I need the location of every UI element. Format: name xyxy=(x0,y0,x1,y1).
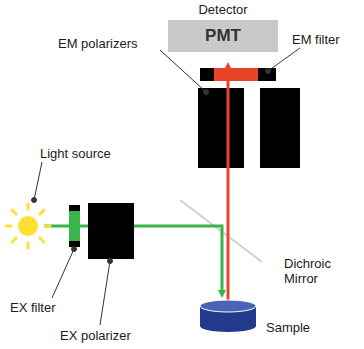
part-label: EX polarizer xyxy=(60,328,131,343)
leader-line xyxy=(52,249,74,298)
node-heading: Detector xyxy=(168,2,278,17)
leader-dot xyxy=(266,69,271,74)
light-source xyxy=(6,204,50,248)
ex-filter xyxy=(69,211,80,241)
leader-line xyxy=(34,162,42,200)
leader-line xyxy=(160,50,206,92)
ex-polarizer xyxy=(88,203,134,259)
leader-dot xyxy=(72,247,77,252)
part-label: Sample xyxy=(266,320,310,335)
part-label: Dichroic Mirror xyxy=(284,256,354,286)
leader-dot xyxy=(32,198,37,203)
leader-dot xyxy=(108,259,113,264)
em-filter-frame xyxy=(200,68,276,81)
emission-beam xyxy=(227,66,230,300)
leader-dot xyxy=(204,90,209,95)
em-filter xyxy=(214,68,258,81)
part-label: EM filter xyxy=(292,32,340,47)
node-label: PMT xyxy=(168,20,278,52)
part-label: EM polarizers xyxy=(58,36,137,51)
ex-filter-frame xyxy=(69,205,80,247)
part-label: EX filter xyxy=(10,300,56,315)
em-polarizer xyxy=(198,88,244,168)
em-polarizer xyxy=(260,88,300,168)
part-label: Light source xyxy=(40,146,111,161)
detector-box: DetectorPMT xyxy=(168,2,278,52)
sample-cuvette xyxy=(200,300,256,332)
leader-line xyxy=(100,261,110,325)
